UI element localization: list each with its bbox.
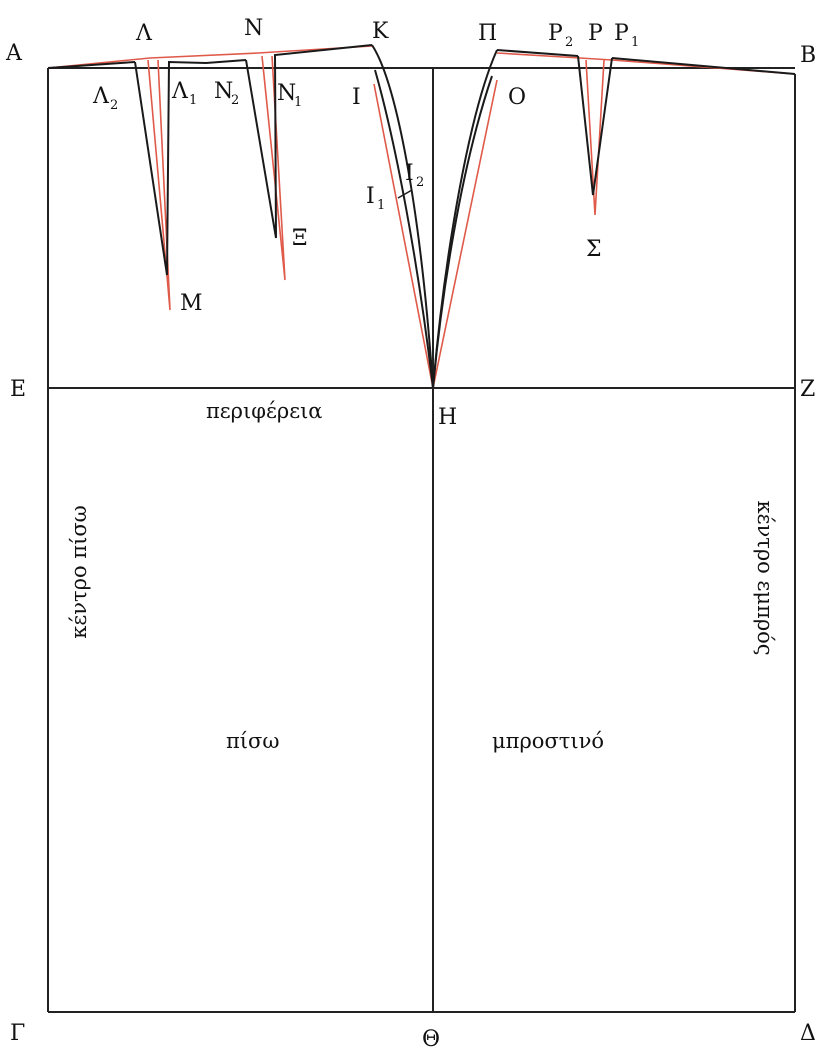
point-M: Μ	[180, 291, 203, 316]
point-R1: Ρ	[614, 21, 629, 46]
red-construction-lines	[47, 45, 796, 389]
point-L2: Λ	[92, 84, 110, 109]
point-N2: Ν	[214, 79, 233, 104]
point-I: Ι	[352, 85, 361, 110]
point-I2-sub: 2	[416, 175, 424, 190]
point-A: Α	[5, 41, 23, 66]
label-back-center: κέντρο πίσω	[67, 505, 91, 639]
point-L1-sub: 1	[189, 93, 197, 108]
point-L2-sub: 2	[110, 98, 118, 113]
point-I1: Ι	[366, 184, 375, 209]
point-G: Γ	[10, 1021, 25, 1046]
point-R1-sub: 1	[631, 35, 639, 50]
point-D: Δ	[800, 1021, 816, 1046]
point-Xi: Ξ	[292, 226, 307, 251]
label-back: πίσω	[226, 729, 280, 753]
point-B: Β	[800, 43, 816, 68]
point-H: Η	[438, 405, 457, 430]
point-L1: Λ	[171, 79, 189, 104]
black-pattern-lines	[47, 44, 796, 389]
label-periphery: περιφέρεια	[206, 399, 322, 423]
point-I1-sub: 1	[377, 198, 385, 213]
point-E: Ε	[10, 377, 26, 402]
point-R2: Ρ	[548, 21, 563, 46]
point-P: Π	[478, 21, 497, 46]
point-N1-sub: 1	[294, 95, 302, 110]
point-K: Κ	[372, 19, 389, 44]
point-Sigma: Σ	[586, 237, 602, 262]
point-R: Ρ	[588, 21, 603, 46]
label-front: μπροστινό	[492, 729, 604, 753]
point-Z: Ζ	[800, 377, 815, 402]
point-L: Λ	[135, 21, 153, 46]
label-front-center: κέντρο εμπρός	[753, 500, 777, 655]
point-I2: Ι	[405, 161, 414, 186]
point-R2-sub: 2	[565, 35, 573, 50]
point-N1: Ν	[277, 81, 296, 106]
point-O: Ο	[508, 85, 526, 110]
point-N: Ν	[244, 16, 263, 41]
point-Th: Θ	[422, 1027, 440, 1052]
point-N2-sub: 2	[231, 93, 239, 108]
